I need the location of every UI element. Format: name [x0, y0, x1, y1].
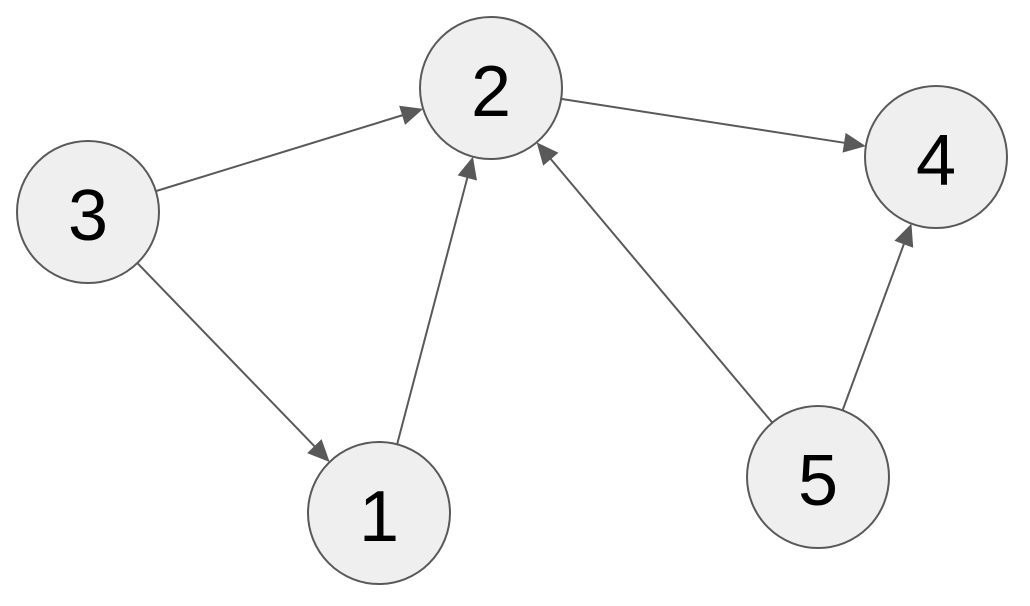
edge-line	[548, 157, 774, 424]
node-4: 4	[864, 85, 1008, 229]
arrowhead-icon	[399, 105, 424, 125]
node-circle	[746, 405, 890, 549]
arrowhead-icon	[842, 132, 866, 153]
edge-5-to-4	[841, 223, 914, 411]
node-label: 4	[916, 121, 956, 201]
arrowhead-icon	[307, 439, 330, 462]
edge-2-to-4	[561, 97, 866, 153]
edge-line	[396, 175, 469, 445]
node-2: 2	[419, 16, 563, 160]
edge-line	[155, 113, 405, 193]
node-label: 5	[798, 441, 838, 521]
edge-3-to-1	[136, 262, 330, 462]
node-1: 1	[307, 441, 451, 585]
arrowhead-icon	[536, 142, 559, 166]
edges-layer	[136, 97, 914, 462]
node-circle	[864, 85, 1008, 229]
node-circle	[16, 140, 160, 284]
edge-line	[561, 97, 847, 145]
arrowhead-icon	[457, 156, 477, 181]
node-label: 1	[359, 477, 399, 557]
node-circle	[307, 441, 451, 585]
nodes-layer: 1 2 3 4 5	[16, 16, 1008, 585]
edge-line	[841, 242, 906, 411]
node-3: 3	[16, 140, 160, 284]
arrowhead-icon	[894, 223, 914, 248]
edge-line	[136, 262, 317, 449]
edge-1-to-2	[396, 156, 477, 445]
node-circle	[419, 16, 563, 160]
node-label: 3	[68, 176, 108, 256]
node-5: 5	[746, 405, 890, 549]
edge-3-to-2	[155, 105, 424, 193]
node-label: 2	[471, 52, 511, 132]
edge-5-to-2	[536, 142, 774, 424]
